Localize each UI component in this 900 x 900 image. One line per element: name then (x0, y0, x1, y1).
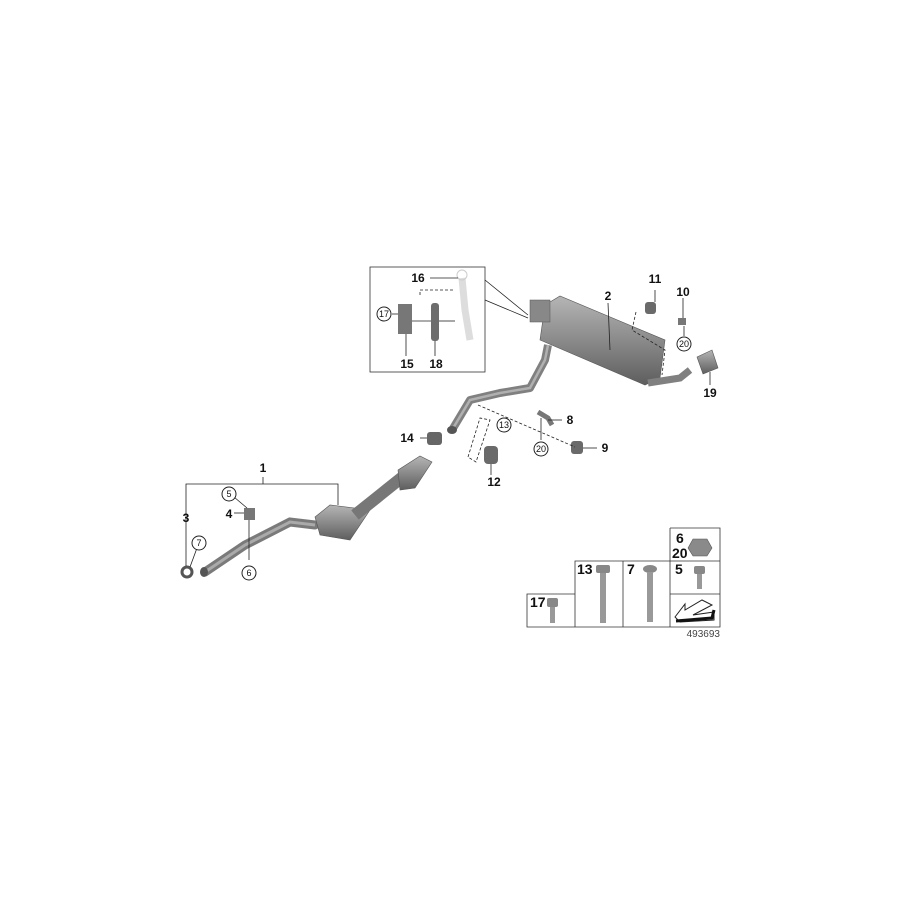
label-1: 1 (260, 461, 267, 475)
label-12: 12 (487, 475, 501, 489)
clamp-3[interactable] (180, 565, 194, 579)
label-18: 18 (429, 357, 443, 371)
legend-nut-label-20: 20 (672, 545, 688, 561)
svg-text:7: 7 (196, 538, 201, 548)
callout-20-lower[interactable]: 20 (533, 441, 549, 457)
direction-arrow-icon (674, 599, 715, 623)
label-15: 15 (400, 357, 414, 371)
legend-bolt-label-5: 5 (675, 561, 683, 577)
rubber-mount-11[interactable] (645, 302, 656, 314)
callout-6[interactable]: 6 (241, 565, 257, 581)
callout-20-upper[interactable]: 20 (676, 336, 692, 352)
center-pipe[interactable] (447, 344, 552, 434)
rubber-mount-9[interactable] (571, 441, 583, 454)
clamp-14[interactable] (427, 432, 442, 445)
label-3: 3 (183, 511, 190, 525)
bracket-10[interactable] (678, 318, 686, 325)
legend-bolt-label-7: 7 (627, 561, 635, 577)
callout-5[interactable]: 5 (221, 486, 237, 502)
bolt-13-icon (596, 565, 610, 623)
label-2: 2 (605, 289, 612, 303)
svg-text:20: 20 (679, 339, 689, 349)
rubber-mount-12[interactable] (484, 446, 498, 464)
legend-nut-label-6: 6 (676, 530, 684, 546)
nut-icon (687, 538, 713, 557)
tailpipe-trim[interactable] (696, 349, 719, 375)
callout-7[interactable]: 7 (191, 535, 207, 551)
inset-box (369, 266, 486, 373)
svg-text:20: 20 (536, 444, 546, 454)
legend-bolt-label-13: 13 (577, 561, 593, 577)
callout-13[interactable]: 13 (496, 417, 512, 433)
svg-text:5: 5 (226, 489, 231, 499)
fastener-legend: 6 20 13 7 5 17 (526, 527, 721, 628)
label-10: 10 (676, 285, 690, 299)
rear-silencer[interactable] (529, 295, 693, 387)
label-9: 9 (602, 441, 609, 455)
bolt-5-icon (694, 566, 705, 589)
sensor-17[interactable] (398, 304, 412, 334)
bolt-7-icon (643, 565, 657, 622)
pipe-16 (456, 269, 474, 341)
svg-text:13: 13 (499, 420, 509, 430)
label-19: 19 (703, 386, 717, 400)
diagram-number: 493693 (687, 629, 721, 640)
svg-text:17: 17 (379, 309, 389, 319)
front-pipe-with-catalytic-converter[interactable] (200, 455, 433, 577)
label-14: 14 (400, 431, 414, 445)
bolt-17-icon (547, 598, 558, 623)
bracket-18[interactable] (431, 303, 439, 341)
label-16: 16 (411, 271, 425, 285)
callout-17[interactable]: 17 (376, 306, 392, 322)
bracket-4[interactable] (244, 508, 255, 520)
label-4: 4 (226, 507, 233, 521)
label-8: 8 (567, 413, 574, 427)
label-11: 11 (649, 272, 662, 286)
legend-bolt-label-17: 17 (530, 594, 546, 610)
bracket-8[interactable] (536, 409, 555, 427)
svg-text:6: 6 (246, 568, 251, 578)
